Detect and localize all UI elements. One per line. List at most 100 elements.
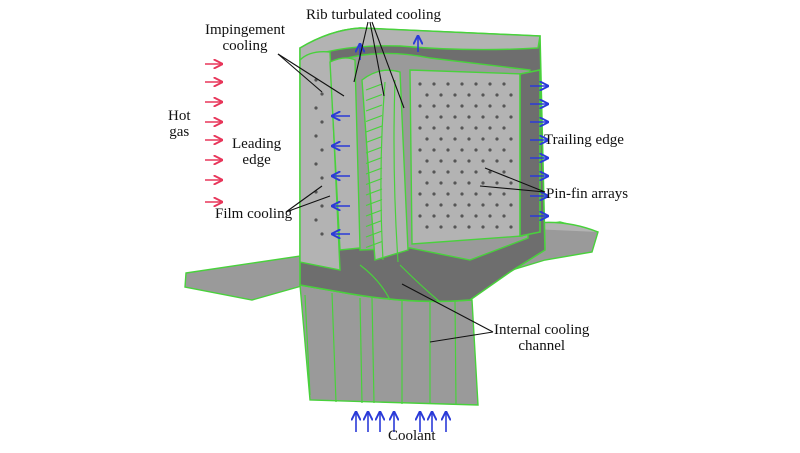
pin-fin bbox=[446, 148, 450, 152]
pin-fin bbox=[488, 126, 492, 130]
film-hole bbox=[314, 106, 318, 110]
pin-fin bbox=[453, 203, 457, 207]
pin-fin bbox=[502, 170, 506, 174]
pin-fin bbox=[432, 104, 436, 108]
film-hole bbox=[320, 204, 324, 208]
pin-fin bbox=[488, 148, 492, 152]
film-hole bbox=[320, 92, 324, 96]
pin-fin bbox=[495, 203, 499, 207]
pin-fin bbox=[446, 214, 450, 218]
pin-fin bbox=[481, 181, 485, 185]
film-hole bbox=[320, 148, 324, 152]
leader-rib-3 bbox=[371, 21, 405, 109]
pin-fin bbox=[509, 225, 513, 229]
rib bbox=[365, 230, 383, 238]
pin-fin bbox=[502, 104, 506, 108]
pin-fin bbox=[495, 181, 499, 185]
hot-gas-arrows bbox=[205, 64, 222, 202]
pin-fin bbox=[474, 82, 478, 86]
rib bbox=[365, 93, 383, 102]
pin-fin bbox=[418, 82, 422, 86]
pin-fin bbox=[425, 93, 429, 97]
pin-fin bbox=[474, 126, 478, 130]
pin-fin bbox=[481, 225, 485, 229]
leader-lines bbox=[277, 21, 546, 343]
pin-fin bbox=[418, 148, 422, 152]
label-hot-gas: Hot gas bbox=[168, 108, 191, 140]
pin-fin bbox=[467, 93, 471, 97]
pin-fin bbox=[495, 93, 499, 97]
pin-fin bbox=[439, 93, 443, 97]
pin-fin bbox=[439, 203, 443, 207]
platform-left-wing bbox=[184, 255, 306, 301]
pin-fin bbox=[446, 170, 450, 174]
label-impingement-cooling: Impingement cooling bbox=[205, 22, 285, 54]
pin-fin bbox=[488, 104, 492, 108]
film-hole bbox=[314, 218, 318, 222]
pin-fin bbox=[495, 225, 499, 229]
rib bbox=[365, 125, 383, 133]
pin-fin bbox=[425, 181, 429, 185]
pin-fin bbox=[481, 115, 485, 119]
pin-fin bbox=[509, 159, 513, 163]
pin-fin bbox=[418, 192, 422, 196]
pin-fin bbox=[425, 159, 429, 163]
pin-fin bbox=[474, 170, 478, 174]
pin-fin bbox=[432, 192, 436, 196]
label-pin-fin-arrays: Pin-fin arrays bbox=[546, 186, 629, 202]
film-hole bbox=[320, 176, 324, 180]
pin-fin bbox=[418, 126, 422, 130]
label-film-cooling: Film cooling bbox=[215, 206, 293, 222]
pin-fin bbox=[425, 115, 429, 119]
pin-fin bbox=[502, 148, 506, 152]
pin-fin bbox=[418, 214, 422, 218]
pin-fin bbox=[453, 93, 457, 97]
pin-fin bbox=[432, 148, 436, 152]
root-block bbox=[299, 284, 479, 406]
pin-fin bbox=[439, 115, 443, 119]
rib bbox=[365, 219, 383, 228]
film-hole bbox=[314, 162, 318, 166]
pin-fin bbox=[509, 203, 513, 207]
rib bbox=[365, 83, 383, 91]
leader-film-1 bbox=[285, 185, 323, 213]
airfoil-body bbox=[299, 27, 546, 303]
leader-rib-1 bbox=[353, 21, 369, 83]
pin-fin bbox=[467, 225, 471, 229]
pin-fin bbox=[446, 126, 450, 130]
rib bbox=[365, 104, 383, 112]
pin-fin bbox=[432, 82, 436, 86]
pin-fin bbox=[460, 192, 464, 196]
film-hole bbox=[320, 120, 324, 124]
pin-fin bbox=[495, 137, 499, 141]
pin-fin bbox=[460, 82, 464, 86]
pin-fin bbox=[446, 104, 450, 108]
rib bbox=[365, 188, 383, 196]
pin-fin bbox=[481, 137, 485, 141]
leader-rib-2 bbox=[369, 21, 385, 97]
leader-internal-2 bbox=[429, 331, 494, 343]
pin-fin bbox=[439, 137, 443, 141]
pin-fin bbox=[460, 104, 464, 108]
pin-fin bbox=[432, 126, 436, 130]
pin-fin bbox=[453, 225, 457, 229]
pin-fin bbox=[439, 225, 443, 229]
rib-turbulators bbox=[365, 83, 383, 249]
label-internal-cooling-channel: Internal cooling channel bbox=[494, 322, 590, 354]
pin-fin bbox=[453, 159, 457, 163]
pin-fin bbox=[509, 115, 513, 119]
pin-fin bbox=[509, 93, 513, 97]
root-face bbox=[299, 284, 479, 406]
rib bbox=[365, 167, 383, 175]
pin-fin bbox=[460, 126, 464, 130]
pin-fin bbox=[488, 192, 492, 196]
label-rib-turbulated-cooling: Rib turbulated cooling bbox=[306, 7, 441, 23]
leader-impingement-1 bbox=[277, 53, 323, 93]
pin-fin bbox=[418, 104, 422, 108]
label-leading-edge: Leading edge bbox=[232, 136, 282, 168]
pin-fin bbox=[467, 181, 471, 185]
pin-fin bbox=[495, 159, 499, 163]
coolant-flow-arrows bbox=[332, 36, 548, 432]
